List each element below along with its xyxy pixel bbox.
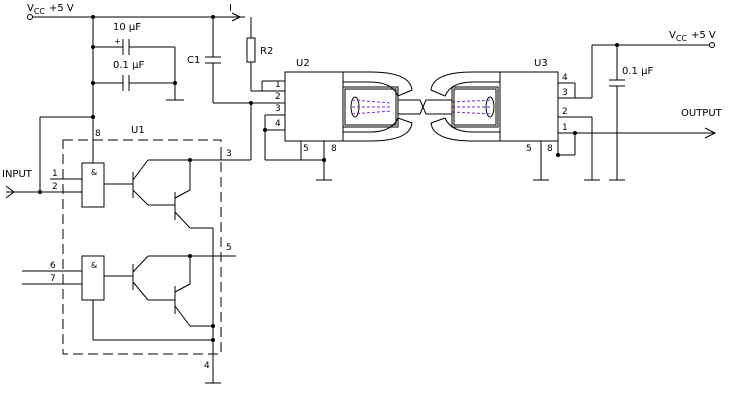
u1-nand-gate-1: & [40,162,133,208]
u2-pin-8: 8 [331,144,337,154]
cap-01uf-right-label: 0.1 µF [622,66,653,77]
u3-pin-1: 1 [562,123,568,133]
u3-pin-5: 5 [526,144,532,154]
u1-pin-1: 1 [52,169,58,179]
u3-pin-2: 2 [562,107,568,117]
svg-text:&: & [91,261,97,270]
u2-pin-3: 3 [275,104,281,114]
current-label: I [229,3,232,14]
input-arrow [5,185,42,199]
u3-pin-4: 4 [562,73,568,83]
vcc-right-label: VCC+5 V [669,30,716,43]
input-label: INPUT [2,169,33,180]
u1-pin-8: 8 [95,129,101,139]
u1-pin-3: 3 [226,149,232,159]
u2-pin-4: 4 [275,119,281,129]
u3-pin-3: 3 [562,88,568,98]
u2-label: U2 [296,58,310,69]
u3-label: U3 [534,58,548,69]
u1-darlington-2 [132,254,236,342]
u1-pin-4: 4 [204,361,210,371]
u2-pin-2: 2 [275,92,281,102]
vcc-left-rail [27,12,245,22]
u2-pin-5: 5 [303,144,309,154]
u3-receiver [430,45,717,181]
u1-pin-6: 6 [50,261,56,271]
u1-pin-2: 2 [52,182,58,192]
vcc-right-rail [592,42,715,181]
decoupling-caps-left: + [91,17,184,119]
svg-text:+: + [114,37,121,46]
r2-label: R2 [260,46,273,57]
fiber-light-rays [351,99,493,115]
output-label: OUTPUT [681,108,723,119]
u1-pin-7: 7 [50,274,56,284]
c1-r2-network [205,17,285,105]
u3-pin-8: 8 [547,144,553,154]
u1-label: U1 [131,125,145,136]
u1-darlington-1 [132,103,252,383]
c1-label: C1 [187,55,200,66]
vcc-left-label: VCC+5 V [27,3,74,16]
u1-pin-5: 5 [226,243,232,253]
u2-pin-1: 1 [275,80,281,90]
cap-10uf-label: 10 µF [113,22,141,33]
svg-text:&: & [91,168,97,177]
u2-transmitter [251,71,413,181]
cap-01uf-left-label: 0.1 µF [113,60,144,71]
u1-package-outline [62,139,222,355]
u1-nand-gate-2: & [22,255,213,341]
